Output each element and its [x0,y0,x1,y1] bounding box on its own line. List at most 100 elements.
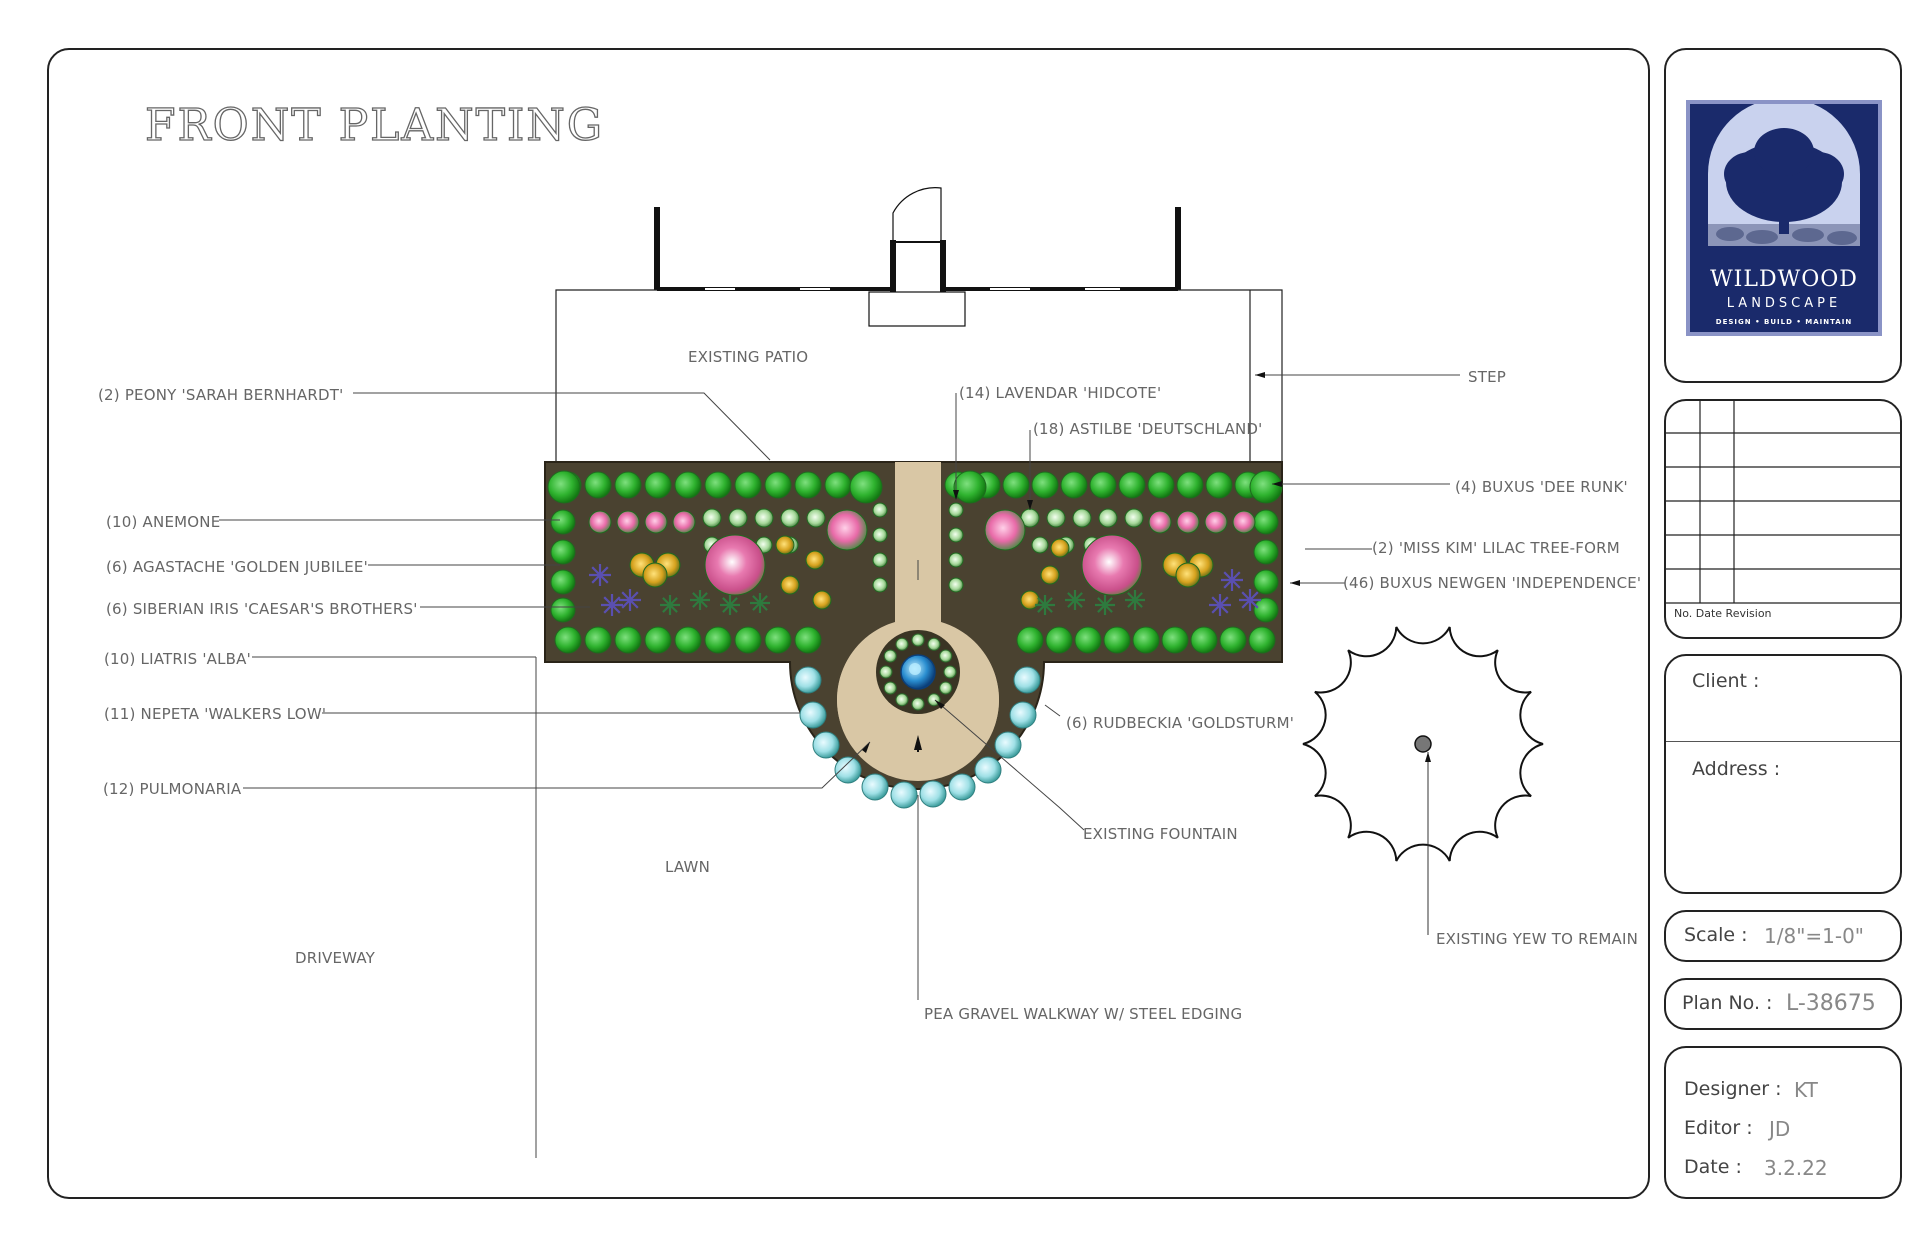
anemone-plant [1148,510,1172,534]
buxus-dee-runk-shrub [547,470,581,504]
label-astilbe: (18) ASTILBE 'DEUTSCHLAND' [1033,420,1263,438]
plan-number-panel: Plan No. : L-38675 [1664,978,1902,1030]
anemone-plant [588,510,612,534]
boxwood-shrub [1253,597,1279,623]
designer-value: KT [1794,1078,1818,1102]
boxwood-shrub [554,626,582,654]
designer-panel: Designer : KT Editor : JD Date : 3.2.22 [1664,1046,1902,1199]
boxwood-shrub [1132,626,1160,654]
boxwood-shrub [824,471,852,499]
boxwood-shrub [764,471,792,499]
pulmonaria-plant [890,781,918,809]
pulmonaria-plant [948,773,976,801]
rudbeckia-plant [775,535,795,555]
date-value: 3.2.22 [1764,1156,1828,1180]
lilac-tree [704,534,766,596]
rudbeckia-plant [812,590,832,610]
label-lilac: (2) 'MISS KIM' LILAC TREE-FORM [1372,539,1620,557]
revision-grid [1666,401,1900,604]
scale-label: Scale : [1684,924,1748,946]
building-outline [654,187,1181,327]
nepeta-plant [883,681,897,695]
boxwood-shrub [584,471,612,499]
boxwood-shrub [644,626,672,654]
label-pulmonaria: (12) PULMONARIA [103,780,242,798]
nepeta-plant [895,637,909,651]
label-peony: (2) PEONY 'SARAH BERNHARDT' [98,386,344,404]
pulmonaria-plant [919,780,947,808]
siberian-iris-plant [589,564,611,586]
astilbe-plant [728,508,748,528]
label-buxus-dee-runk: (4) BUXUS 'DEE RUNK' [1455,478,1628,496]
boxwood-shrub [1089,471,1117,499]
boxwood-shrub [1253,569,1279,595]
anemone-plant [644,510,668,534]
plan-number-value: L-38675 [1786,991,1876,1016]
drawing-title: FRONT PLANTING [144,99,605,151]
boxwood-shrub [1248,626,1276,654]
liatris-plant [720,595,740,615]
astilbe-plant [1072,508,1092,528]
designer-label: Designer : [1684,1078,1782,1100]
pulmonaria-plant [974,756,1002,784]
nepeta-plant [943,665,957,679]
astilbe-plant [754,508,774,528]
label-existing-fountain: EXISTING FOUNTAIN [1083,825,1238,843]
lavender-plant [948,527,964,543]
rudbeckia-plant [780,575,800,595]
boxwood-shrub [550,539,576,565]
label-rudbeckia: (6) RUDBECKIA 'GOLDSTURM' [1066,714,1295,732]
lavender-plant [872,577,888,593]
label-driveway: DRIVEWAY [295,949,376,967]
anemone-plant [1232,510,1256,534]
anemone-plant [616,510,640,534]
buxus-dee-runk-shrub [1249,470,1283,504]
liatris-plant [750,593,770,613]
walkway-arrow [914,735,922,752]
plan-number-label: Plan No. : [1682,992,1773,1014]
boxwood-shrub [1147,471,1175,499]
boxwood-shrub [614,626,642,654]
label-agastache: (6) AGASTACHE 'GOLDEN JUBILEE' [106,558,368,576]
pulmonaria-plant [1009,701,1037,729]
nepeta-plant [927,637,941,651]
anemone-plant [672,510,696,534]
astilbe-plant [780,508,800,528]
rudbeckia-plant [1020,590,1040,610]
peony-plant [826,509,868,551]
existing-patio [555,289,1283,462]
pulmonaria-plant [861,773,889,801]
rudbeckia-plant [805,550,825,570]
nepeta-plant [911,633,925,647]
scale-panel: Scale : 1/8"=1-0" [1664,910,1902,962]
fountain-symbol [900,654,936,690]
agastache-plant [1175,562,1201,588]
pulmonaria-plant [794,666,822,694]
boxwood-shrub [674,471,702,499]
editor-label: Editor : [1684,1117,1753,1139]
plant-symbols [547,470,1283,809]
leader-arrowheads [862,372,1300,753]
boxwood-shrub [1190,626,1218,654]
agastache-plant [642,562,668,588]
liatris-plant [1035,595,1055,615]
astilbe-plant [1031,536,1049,554]
client-panel: Client : Address : [1664,654,1902,894]
boxwood-shrub [764,626,792,654]
nepeta-plant [939,681,953,695]
client-label: Client : [1692,670,1760,692]
logo-subtitle: LANDSCAPE [1726,296,1842,311]
astilbe-plant [1046,508,1066,528]
anemone-plant [1204,510,1228,534]
boxwood-shrub [1253,539,1279,565]
rudbeckia-plant [1050,538,1070,558]
label-lawn: LAWN [665,858,710,876]
boxwood-shrub [1205,471,1233,499]
lavender-plant [948,502,964,518]
boxwood-shrub [1074,626,1102,654]
astilbe-plant [806,508,826,528]
buxus-dee-runk-shrub [849,470,883,504]
anemone-plant [1176,510,1200,534]
boxwood-shrub [550,569,576,595]
label-existing-yew: EXISTING YEW TO REMAIN [1436,930,1639,948]
